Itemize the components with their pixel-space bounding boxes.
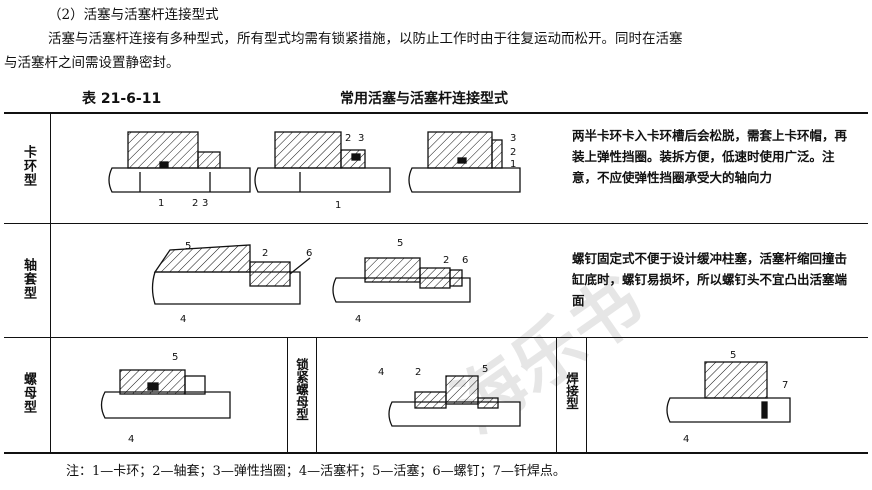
callout-r1c-2: 2 [510,147,516,158]
row-label-welded: 焊接型 [564,372,579,410]
callout-r2b-4: 4 [355,314,361,325]
description-sleeve: 螺钉固定式不便于设计缓冲柱塞，活塞杆缩回撞击缸底时，螺钉易损坏，所以螺钉头不宜凸… [572,251,848,308]
callout-r3b-5: 5 [482,364,488,375]
callout-r3b-2: 2 [415,367,421,378]
callout-r1a-2: 2 [192,198,198,209]
section-title: （2）活塞与活塞杆连接型式 [48,7,219,23]
callout-r1c-1: 1 [510,159,516,170]
callout-r3c-7: 7 [782,380,788,391]
drawing-sleeve-b [332,257,471,303]
drawing-snap-ring-b [254,131,391,193]
drawing-sleeve-a [151,244,311,305]
callout-r3c-5: 5 [730,350,736,361]
table-number: 表 21-6-11 [82,91,162,107]
table-row-rule-1 [4,223,868,224]
table-bottom-rule [4,452,868,454]
callout-r2b-6: 6 [462,255,468,266]
drawing-nut-a [100,369,231,419]
table-top-rule [4,112,868,114]
drawing-snap-ring-c [408,131,521,193]
callout-r2a-4: 4 [180,314,186,325]
callout-r2a-6: 6 [306,248,312,259]
table-label-divider [50,113,51,453]
drawing-welded [666,361,791,423]
table-note: 注：1—卡环；2—轴套；3—弹性挡圈；4—活塞杆；5—活塞；6—螺钉；7—钎焊点… [66,464,566,479]
callout-r2a-5: 5 [185,241,191,252]
callout-r3a-5: 5 [172,352,178,363]
callout-r1b-2: 2 [345,133,351,144]
row-label-snap-ring: 卡环型 [21,145,36,187]
paragraph-line-2: 与活塞杆之间需设置静密封。 [4,55,180,71]
row-label-sleeve: 轴套型 [21,258,36,300]
callout-r1b-1: 1 [335,200,341,211]
callout-r1c-3: 3 [510,133,516,144]
table-title: 常用活塞与活塞杆连接型式 [340,91,508,107]
paragraph-line-1: 活塞与活塞杆连接有多种型式，所有型式均需有锁紧措施，以防止工作时由于往复运动而松… [48,31,683,47]
row3-divider-3 [556,338,557,453]
row-label-nut: 螺母型 [21,372,36,414]
row3-divider-2 [316,338,317,453]
callout-r3c-4: 4 [683,434,689,445]
description-snap-ring: 两半卡环卡入卡环槽后会松脱，需套上卡环帽，再装上弹性挡圈。装拆方便，低速时使用广… [572,128,848,185]
row3-divider-4 [586,338,587,453]
callout-r2b-5: 5 [397,238,403,249]
callout-r1b-3: 3 [358,133,364,144]
callout-r3b-4: 4 [378,367,384,378]
callout-r1a-3: 3 [202,198,208,209]
drawing-snap-ring-a [108,131,251,193]
callout-r1a-1: 1 [158,198,164,209]
callout-r3a-4: 4 [128,434,134,445]
callout-r2a-2: 2 [262,248,268,259]
callout-r2b-2: 2 [443,255,449,266]
row-label-lock-nut: 锁紧螺母型 [294,358,309,421]
table-row-rule-2 [4,337,868,338]
drawing-lock-nut [388,375,521,427]
row3-divider-1 [287,338,288,453]
